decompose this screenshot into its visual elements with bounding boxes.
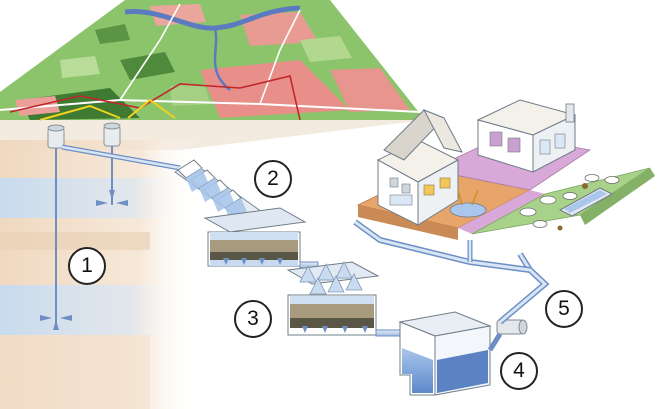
- consumer-area: [356, 99, 655, 240]
- factory: [476, 99, 577, 173]
- garden-pond: [449, 202, 487, 218]
- sand-filtration: [286, 261, 403, 337]
- filter-gravel: [210, 252, 298, 260]
- filter-water: [210, 232, 298, 240]
- road: [0, 98, 421, 113]
- deep-aquifer: [0, 285, 175, 335]
- step-badge-2: 2: [254, 160, 292, 198]
- filter-cones: [299, 261, 363, 295]
- shallow-aquifer: [0, 178, 180, 218]
- filter-gravel: [290, 318, 374, 328]
- pump-station: [487, 319, 528, 352]
- aeration-cascade: [174, 159, 263, 223]
- water-trough: [558, 187, 614, 217]
- step-badge-4: 4: [500, 352, 538, 390]
- field: [170, 84, 210, 106]
- canal: [213, 27, 231, 91]
- well-head: [47, 124, 65, 149]
- landscape-map: [0, 0, 425, 121]
- urban-area: [240, 12, 318, 46]
- reservoir-water: [402, 348, 433, 393]
- filter-flow-arrows: [302, 326, 368, 333]
- step-badge-3: 3: [234, 300, 272, 338]
- field: [300, 36, 352, 62]
- clean-water-reservoir: [398, 311, 492, 396]
- distribution-network: [353, 219, 550, 325]
- deep-soil: [0, 335, 150, 409]
- step-badge-1: 1: [68, 247, 106, 285]
- groundwater-inflow-arrows: [40, 190, 128, 330]
- filter-flow-arrows: [223, 258, 283, 265]
- forest-patch: [95, 24, 130, 44]
- well-head: [103, 122, 121, 147]
- clay-layer: [0, 232, 150, 250]
- urban-area: [330, 68, 410, 112]
- primary-filter: [203, 207, 319, 269]
- tree: [557, 183, 588, 231]
- forest-patch: [120, 52, 175, 80]
- protection-zone-boundary: [127, 98, 176, 119]
- protection-zone-boundary: [39, 104, 121, 121]
- house: [376, 109, 463, 226]
- urban-area: [150, 4, 206, 26]
- filter-sand: [210, 240, 298, 252]
- field: [60, 56, 100, 78]
- step-badge-5: 5: [545, 290, 583, 328]
- filter-sand: [290, 304, 374, 318]
- district-boundary: [9, 75, 301, 121]
- road: [119, 3, 181, 101]
- filter-outlet-pipe: [375, 329, 403, 337]
- cattle: [519, 174, 620, 228]
- road: [259, 9, 301, 105]
